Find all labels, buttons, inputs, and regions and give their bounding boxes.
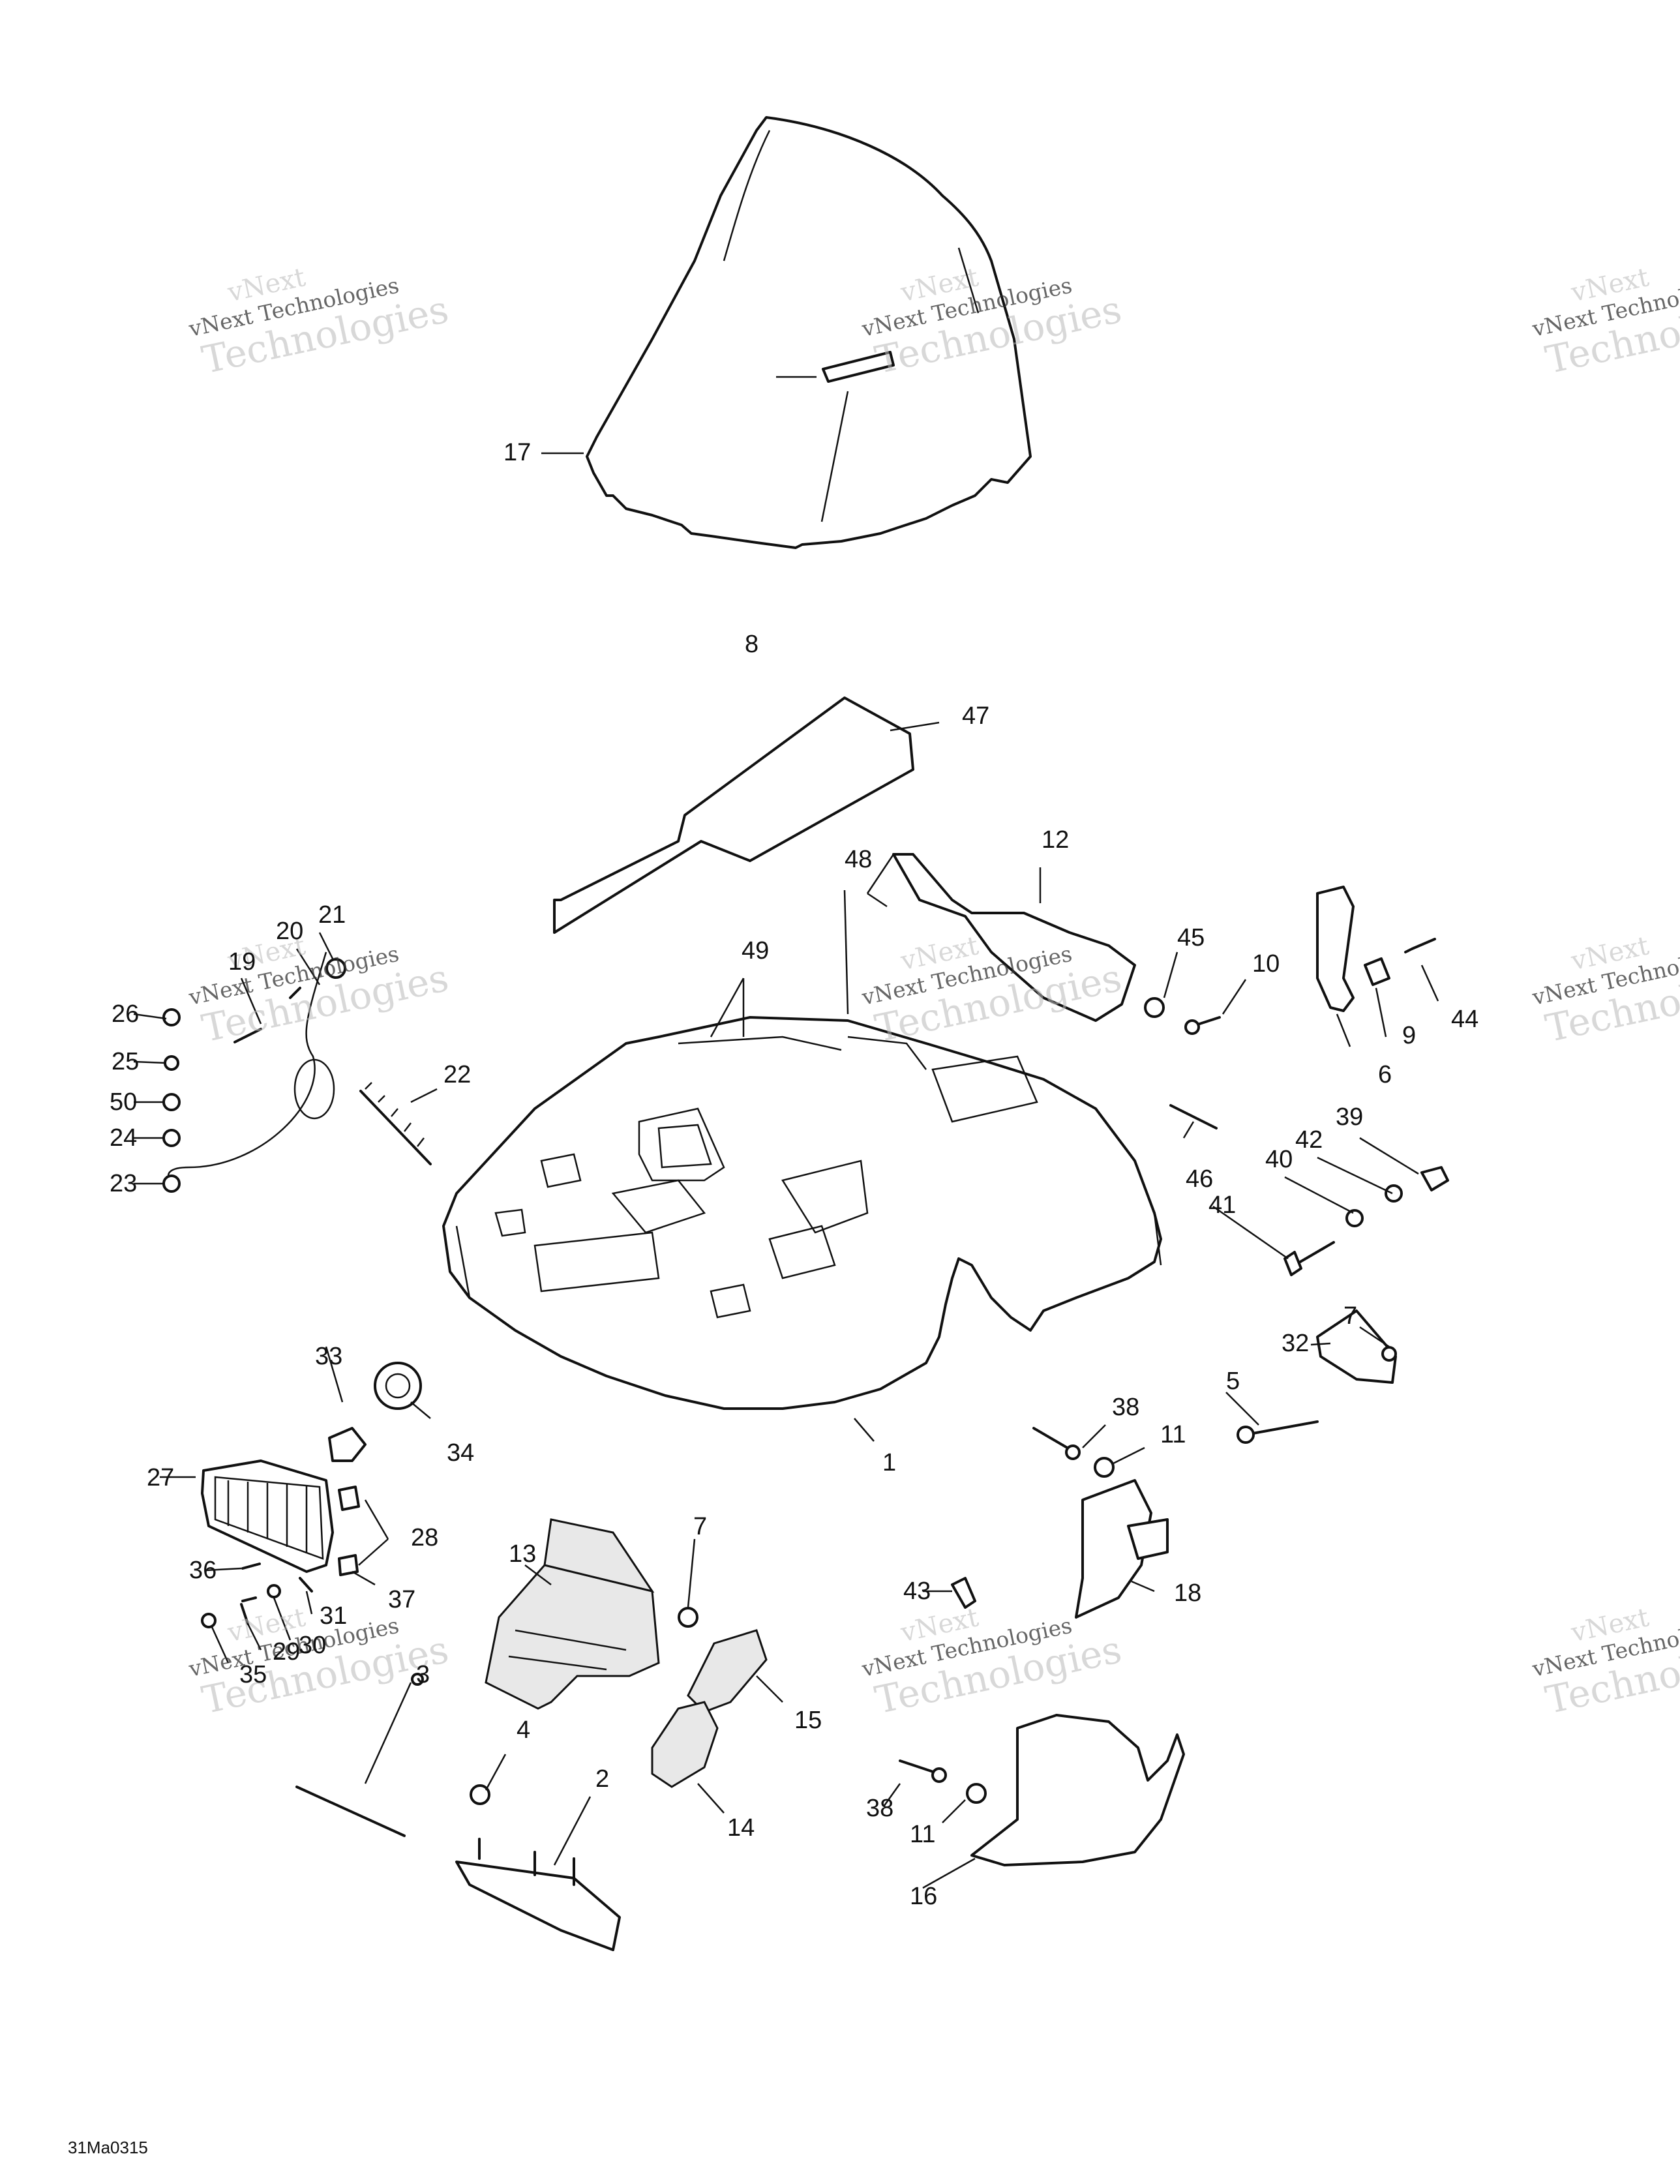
callout-5: 5: [1226, 1368, 1240, 1395]
callout-7: 7: [693, 1513, 707, 1540]
callout-31: 31: [320, 1602, 347, 1630]
lower-bracket-assembly: [295, 1673, 621, 1951]
callout-42: 42: [1295, 1126, 1323, 1154]
callout-35: 35: [239, 1661, 267, 1688]
callout-9: 9: [1402, 1022, 1416, 1049]
bulb-and-ring: [328, 1362, 422, 1462]
callout-46: 46: [1186, 1165, 1213, 1193]
callout-48: 48: [845, 846, 872, 873]
foam-strip: [553, 696, 914, 934]
callout-12: 12: [1042, 826, 1069, 854]
callout-38: 38: [1112, 1394, 1139, 1421]
deflector-18: [1075, 1479, 1169, 1619]
headlamp: [201, 1459, 360, 1576]
drawing-code: 31Ma0315: [68, 2138, 148, 2157]
callout-32: 32: [1282, 1330, 1309, 1357]
callout-44: 44: [1451, 1006, 1478, 1033]
callout-28: 28: [411, 1524, 438, 1551]
mesh-guard: [485, 1518, 660, 1710]
callout-23: 23: [110, 1170, 137, 1197]
callout-41: 41: [1208, 1191, 1236, 1219]
callout-49: 49: [742, 937, 769, 965]
rivets-and-washers: [899, 1427, 1115, 1804]
small-brackets: [651, 1607, 768, 1788]
callout-labels: 1784748124921201926255024232245109446463…: [110, 439, 1478, 1910]
callout-27: 27: [147, 1464, 174, 1491]
callout-13: 13: [509, 1540, 536, 1568]
callout-8: 8: [745, 631, 758, 658]
callout-33: 33: [315, 1343, 342, 1370]
callout-17: 17: [503, 439, 531, 466]
bracket-32: [1237, 1309, 1397, 1444]
callout-47: 47: [962, 702, 989, 730]
callout-1: 1: [882, 1449, 896, 1476]
callout-38: 38: [866, 1795, 893, 1822]
callout-2: 2: [595, 1765, 609, 1793]
callout-20: 20: [276, 918, 303, 945]
lamp-hardware: [201, 1563, 313, 1628]
hood-body: [442, 1016, 1162, 1410]
callout-22: 22: [443, 1061, 471, 1088]
right-small-parts: [1144, 938, 1449, 1276]
callout-24: 24: [110, 1124, 137, 1152]
callout-15: 15: [794, 1707, 822, 1734]
callout-34: 34: [447, 1439, 474, 1467]
callout-18: 18: [1174, 1579, 1201, 1607]
callout-39: 39: [1336, 1103, 1363, 1131]
callout-45: 45: [1177, 924, 1205, 951]
callout-25: 25: [112, 1048, 139, 1075]
callout-29: 29: [273, 1638, 300, 1666]
callout-43: 43: [903, 1578, 931, 1605]
cable-assembly: [162, 951, 346, 1193]
leader-lines: [133, 376, 1439, 1889]
windshield: [586, 116, 1032, 549]
callout-6: 6: [1378, 1061, 1392, 1088]
upper-panel: [866, 853, 1136, 1022]
latch: [1316, 886, 1355, 1012]
callout-11: 11: [910, 1821, 935, 1848]
clip-43: [951, 1577, 976, 1609]
callout-3: 3: [416, 1661, 430, 1688]
callout-11: 11: [1160, 1421, 1186, 1448]
deflector-16: [970, 1714, 1185, 1866]
spring: [359, 1082, 432, 1165]
callout-37: 37: [388, 1586, 415, 1613]
callout-50: 50: [110, 1088, 137, 1116]
callout-36: 36: [189, 1557, 217, 1584]
callout-30: 30: [299, 1632, 326, 1659]
callout-40: 40: [1265, 1146, 1293, 1173]
callout-16: 16: [910, 1883, 937, 1910]
callout-7: 7: [1343, 1302, 1357, 1330]
clip-part: [822, 351, 895, 383]
callout-21: 21: [318, 901, 346, 929]
callout-10: 10: [1252, 950, 1280, 978]
callout-14: 14: [727, 1814, 755, 1842]
callout-4: 4: [517, 1716, 530, 1744]
callout-19: 19: [228, 948, 256, 976]
callout-26: 26: [112, 1000, 139, 1028]
